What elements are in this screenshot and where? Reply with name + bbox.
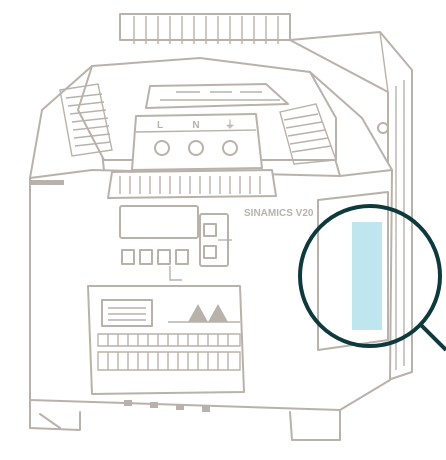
up-key	[203, 223, 217, 237]
callout-ring	[298, 204, 442, 348]
side-card-slot	[317, 191, 389, 351]
panel-button-2	[139, 249, 153, 265]
brand-text: SINAMICS V20	[244, 208, 314, 219]
io-connector-label	[101, 299, 153, 327]
terminal-label-n: N	[192, 120, 199, 131]
terminal-label-earth: ⏚	[225, 119, 235, 131]
terminal-screw-l	[154, 140, 170, 156]
terminal-screw-n	[188, 140, 204, 156]
io-terminal-block	[87, 285, 245, 412]
panel-button-1	[121, 249, 135, 265]
operator-panel	[119, 205, 232, 281]
terminal-label-l: L	[157, 120, 163, 131]
top-terminal-cover: L N ⏚	[59, 57, 337, 199]
terminal-screw-earth	[222, 140, 238, 156]
heatsink-fins	[119, 13, 291, 44]
panel-button-3	[157, 249, 171, 265]
highlighted-panel	[352, 222, 382, 330]
callout-magnifier	[298, 204, 446, 352]
panel-buttons	[121, 249, 189, 265]
panel-button-4	[175, 249, 189, 265]
down-key	[203, 245, 217, 259]
brand-bar	[30, 180, 64, 185]
display-screen	[119, 205, 199, 239]
callout-pointer	[418, 322, 446, 352]
